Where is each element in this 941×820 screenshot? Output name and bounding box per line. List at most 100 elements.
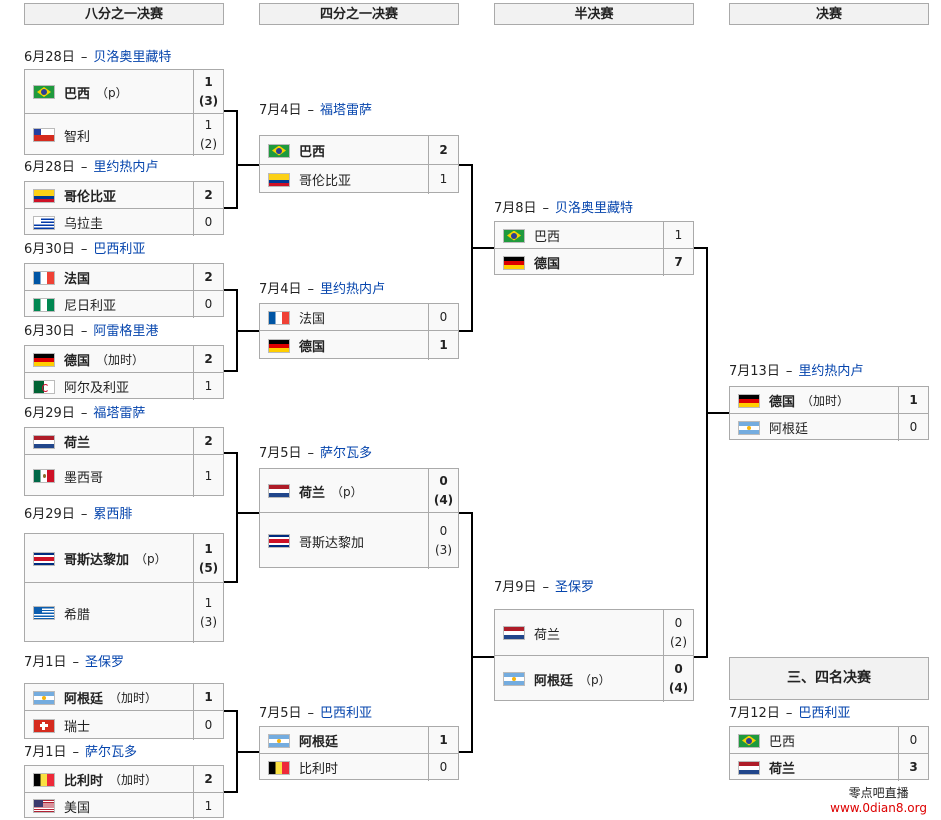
score-value: 1 xyxy=(439,338,448,352)
team-name-cell: 阿根廷 xyxy=(730,414,899,441)
team-name-link[interactable]: 法国 xyxy=(64,272,91,287)
germany-flag-icon xyxy=(33,352,55,367)
team-name-link[interactable]: 德国 xyxy=(769,395,796,410)
team-name-link[interactable]: 阿根廷 xyxy=(64,692,104,707)
team-score: 2 xyxy=(194,264,223,291)
team-name-cell: 德国 （加时） xyxy=(730,387,899,414)
separator: – xyxy=(785,364,793,379)
team-row: 哥斯达黎加 0(3) xyxy=(260,513,458,569)
team-name-cell: 哥伦比亚 xyxy=(25,182,194,209)
team-name-link[interactable]: 荷兰 xyxy=(64,436,91,451)
team-score: 0(3) xyxy=(429,513,458,569)
belgium-flag-icon xyxy=(268,760,290,775)
row-divider xyxy=(495,248,693,249)
match-venue-link[interactable]: 贝洛奥里藏特 xyxy=(93,50,172,65)
team-name-cell: 希腊 xyxy=(25,583,194,643)
separator: – xyxy=(307,282,315,297)
team-name-link[interactable]: 希腊 xyxy=(64,607,91,623)
argentina-flag-icon xyxy=(268,733,290,748)
result-note: （p） xyxy=(96,85,128,100)
match-venue-link[interactable]: 累西腓 xyxy=(93,507,133,522)
score-value: 1 xyxy=(204,75,213,89)
separator: – xyxy=(80,50,88,65)
match-date: 7月1日 xyxy=(24,655,67,670)
row-divider xyxy=(260,512,458,513)
team-name-link[interactable]: 德国 xyxy=(534,257,561,272)
match-venue-link[interactable]: 里约热内卢 xyxy=(798,364,864,379)
team-name-link[interactable]: 荷兰 xyxy=(534,627,561,643)
team-name-link[interactable]: 墨西哥 xyxy=(64,470,104,486)
team-name-link[interactable]: 哥斯达黎加 xyxy=(299,535,365,551)
match-venue-link[interactable]: 萨尔瓦多 xyxy=(320,446,373,461)
score-value: 2 xyxy=(439,143,448,157)
team-name-link[interactable]: 哥伦比亚 xyxy=(299,174,352,189)
team-name-link[interactable]: 比利时 xyxy=(299,762,339,777)
result-note: （加时） xyxy=(801,394,850,408)
match-venue-link[interactable]: 巴西利亚 xyxy=(320,706,373,721)
match-venue-link[interactable]: 里约热内卢 xyxy=(93,160,159,175)
team-score: 1(3) xyxy=(194,583,223,643)
match-venue-link[interactable]: 萨尔瓦多 xyxy=(85,745,138,760)
team-name-link[interactable]: 法国 xyxy=(299,312,326,327)
score-value: 2 xyxy=(204,270,213,284)
team-name-link[interactable]: 阿尔及利亚 xyxy=(64,381,130,396)
team-name-link[interactable]: 巴西 xyxy=(64,86,91,102)
team-name-link[interactable]: 哥伦比亚 xyxy=(64,190,117,205)
match-venue-link[interactable]: 贝洛奥里藏特 xyxy=(555,201,634,216)
team-name-link[interactable]: 巴西 xyxy=(299,145,326,160)
match-venue-link[interactable]: 里约热内卢 xyxy=(320,282,386,297)
team-name-link[interactable]: 阿根廷 xyxy=(769,422,809,437)
costa-rica-flag-icon xyxy=(268,534,290,548)
belgium-flag-icon xyxy=(33,772,55,787)
team-name-link[interactable]: 阿根廷 xyxy=(534,673,574,689)
team-name-link[interactable]: 瑞士 xyxy=(64,720,91,735)
team-name-cell: 荷兰 xyxy=(730,754,899,781)
team-name-link[interactable]: 德国 xyxy=(299,340,326,355)
team-name-link[interactable]: 智利 xyxy=(64,129,91,145)
match-venue-link[interactable]: 巴西利亚 xyxy=(798,706,851,721)
match-date: 6月29日 xyxy=(24,507,75,522)
match-box-qf_3: 荷兰（p）0(4) 哥斯达黎加 0(3) xyxy=(259,468,459,569)
team-name-link[interactable]: 比利时 xyxy=(64,774,104,789)
team-name-cell: 比利时 xyxy=(260,754,429,781)
team-name-link[interactable]: 乌拉圭 xyxy=(64,217,104,232)
score-value: 1 xyxy=(909,393,918,407)
match-venue-link[interactable]: 巴西利亚 xyxy=(93,242,146,257)
team-row: 墨西哥 1 xyxy=(25,455,223,497)
row-divider xyxy=(25,454,223,455)
team-row: 巴西 2 xyxy=(260,136,458,165)
row-divider xyxy=(25,113,223,114)
team-row: 荷兰（p）0(4) xyxy=(260,469,458,513)
team-name-link[interactable]: 荷兰 xyxy=(299,485,326,501)
separator: – xyxy=(80,324,88,339)
team-name-link[interactable]: 哥斯达黎加 xyxy=(64,553,130,568)
team-name-link[interactable]: 荷兰 xyxy=(769,762,796,777)
match-venue-link[interactable]: 圣保罗 xyxy=(85,655,125,670)
penalty-score: (5) xyxy=(198,560,219,575)
team-name-link[interactable]: 阿根廷 xyxy=(299,735,339,750)
score-value: 1 xyxy=(204,468,213,483)
team-name-link[interactable]: 美国 xyxy=(64,800,91,816)
team-name-link[interactable]: 德国 xyxy=(64,354,91,369)
match-venue-link[interactable]: 圣保罗 xyxy=(555,580,595,595)
match-venue-link[interactable]: 福塔雷萨 xyxy=(320,103,373,118)
team-name-link[interactable]: 尼日利亚 xyxy=(64,299,117,314)
team-score: 1(3) xyxy=(194,70,223,114)
separator: – xyxy=(80,242,88,257)
team-name-link[interactable]: 巴西 xyxy=(534,230,561,245)
match-venue-link[interactable]: 阿雷格里港 xyxy=(93,324,159,339)
match-venue-link[interactable]: 福塔雷萨 xyxy=(93,406,146,421)
score-value: 0 xyxy=(204,297,213,311)
separator: – xyxy=(307,706,315,721)
match-label-r16_2: 6月28日–里约热内卢 xyxy=(24,160,158,176)
team-name-link[interactable]: 巴西 xyxy=(769,735,796,750)
row-divider xyxy=(25,208,223,209)
